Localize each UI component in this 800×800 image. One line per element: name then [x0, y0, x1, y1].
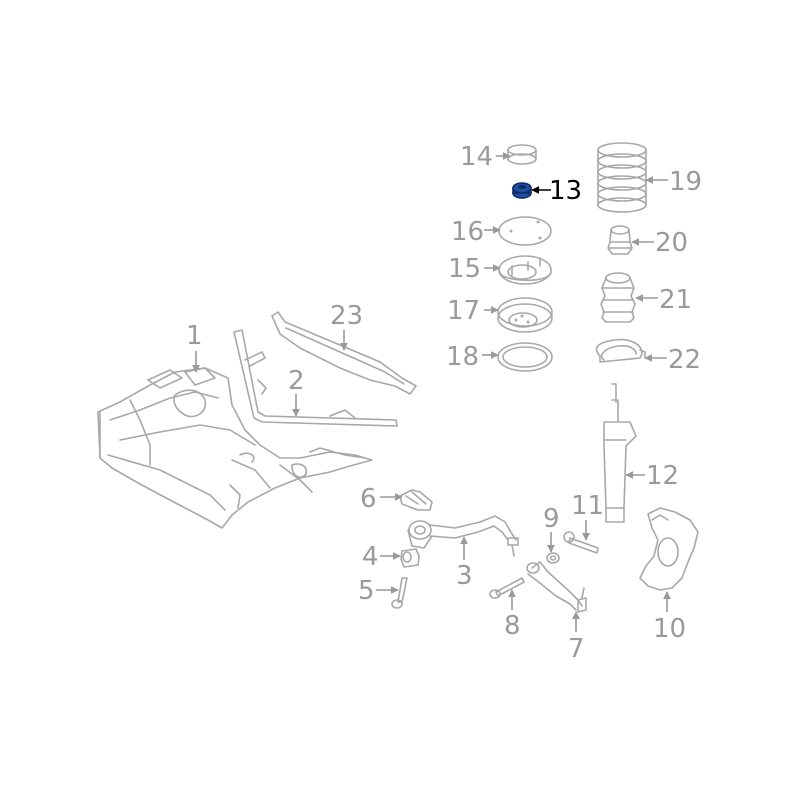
callout-labels: 1 2 3 4 5 6 7 8 9 10 11 12 13 14 15 16 1… [186, 142, 702, 664]
part-1-subframe[interactable] [97, 367, 373, 529]
callout-2[interactable]: 2 [288, 366, 305, 396]
part-15-strut-mount[interactable] [498, 255, 552, 285]
part-8-bolt[interactable] [489, 577, 525, 599]
callout-6[interactable]: 6 [360, 484, 377, 514]
callout-15[interactable]: 15 [448, 254, 481, 284]
part-17-bearing[interactable] [497, 297, 553, 333]
callout-leaders [192, 152, 671, 632]
part-2-bracket[interactable] [233, 329, 398, 427]
callout-20[interactable]: 20 [655, 228, 688, 258]
part-12-strut[interactable] [603, 383, 637, 523]
callout-1[interactable]: 1 [186, 321, 203, 351]
part-22-spring-pad[interactable] [595, 338, 646, 363]
part-7-link-arm[interactable] [526, 561, 587, 613]
part-3-control-arm[interactable] [407, 515, 519, 557]
part-14-cap[interactable] [507, 144, 537, 165]
callout-8[interactable]: 8 [504, 611, 521, 641]
callout-9[interactable]: 9 [543, 504, 560, 534]
part-21-dust-boot[interactable] [600, 272, 636, 323]
callout-21[interactable]: 21 [659, 285, 692, 315]
part-13-nut[interactable] [512, 182, 532, 199]
callout-23[interactable]: 23 [330, 301, 363, 331]
callout-10[interactable]: 10 [653, 614, 686, 644]
part-19-coil-spring[interactable] [597, 142, 647, 213]
callout-22[interactable]: 22 [668, 345, 701, 375]
callout-17[interactable]: 17 [447, 296, 480, 326]
callout-14[interactable]: 14 [460, 142, 493, 172]
callout-5[interactable]: 5 [358, 576, 375, 606]
callout-12[interactable]: 12 [646, 461, 679, 491]
part-10-knuckle[interactable] [639, 507, 699, 591]
part-16-gasket[interactable] [498, 216, 552, 246]
callout-16[interactable]: 16 [451, 217, 484, 247]
part-23-strut-brace[interactable] [271, 311, 417, 395]
part-11-bolt[interactable] [563, 531, 599, 554]
part-18-ring[interactable] [497, 342, 553, 372]
part-4-bushing[interactable] [400, 548, 420, 568]
part-20-bump-stop[interactable] [607, 225, 633, 255]
part-6-bracket[interactable] [399, 489, 433, 511]
callout-7[interactable]: 7 [568, 634, 585, 664]
part-9-nut[interactable] [546, 552, 560, 564]
callout-19[interactable]: 19 [669, 167, 702, 197]
part-5-bolt[interactable] [391, 577, 408, 609]
callout-13[interactable]: 13 [549, 176, 582, 206]
callout-11[interactable]: 11 [571, 491, 604, 521]
callout-4[interactable]: 4 [362, 542, 379, 572]
callout-3[interactable]: 3 [456, 561, 473, 591]
callout-18[interactable]: 18 [446, 342, 479, 372]
